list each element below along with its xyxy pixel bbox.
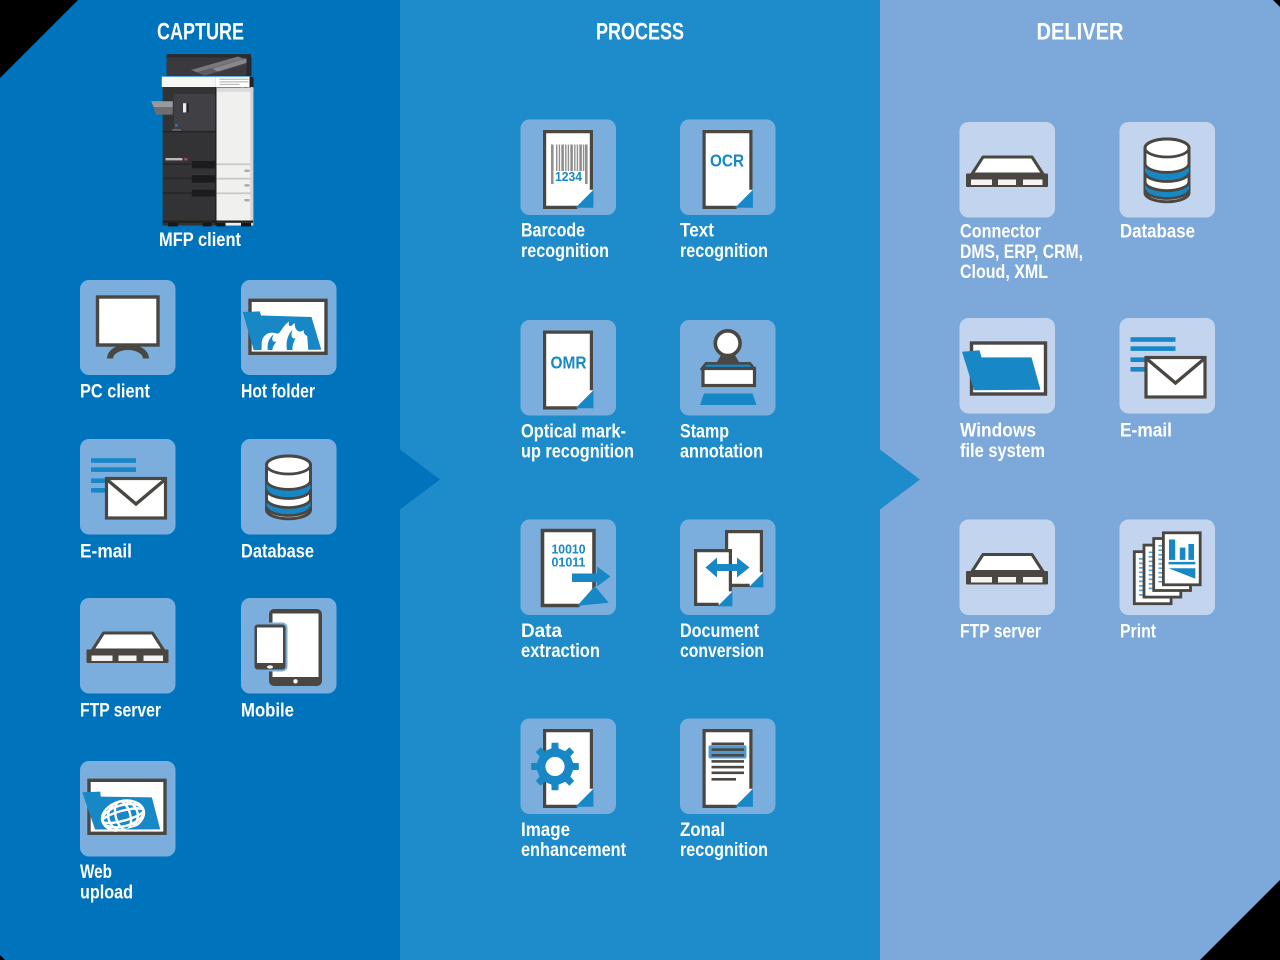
svg-text:Optical mark-: Optical mark- [521, 421, 626, 442]
svg-text:FTP server: FTP server [80, 701, 161, 722]
svg-text:CAPTURE: CAPTURE [157, 19, 244, 46]
svg-text:Stamp: Stamp [680, 421, 729, 442]
svg-text:annotation: annotation [680, 442, 763, 463]
svg-text:MFP client: MFP client [159, 230, 242, 251]
svg-text:E-mail: E-mail [1120, 421, 1172, 442]
svg-text:10010: 10010 [552, 542, 586, 557]
svg-text:Web: Web [80, 862, 112, 883]
svg-text:Image: Image [521, 820, 570, 841]
svg-text:DELIVER: DELIVER [1037, 19, 1124, 46]
svg-text:upload: upload [80, 882, 133, 903]
svg-text:Cloud, XML: Cloud, XML [960, 262, 1048, 283]
svg-text:PC client: PC client [80, 382, 151, 403]
svg-text:file system: file system [960, 441, 1045, 462]
svg-text:DMS, ERP, CRM,: DMS, ERP, CRM, [960, 242, 1083, 263]
svg-text:OCR: OCR [710, 151, 744, 171]
svg-text:Database: Database [241, 542, 314, 563]
svg-text:recognition: recognition [680, 840, 768, 861]
svg-text:Database: Database [1120, 221, 1195, 242]
svg-text:Print: Print [1120, 621, 1157, 642]
svg-text:E-mail: E-mail [80, 542, 132, 563]
svg-text:conversion: conversion [680, 641, 764, 662]
svg-text:OMR: OMR [551, 353, 587, 373]
svg-text:enhancement: enhancement [521, 840, 627, 861]
svg-text:Zonal: Zonal [680, 820, 725, 841]
svg-text:Mobile: Mobile [241, 701, 294, 722]
svg-text:PROCESS: PROCESS [596, 19, 684, 46]
svg-text:Connector: Connector [960, 221, 1042, 242]
svg-text:Barcode: Barcode [521, 221, 585, 242]
svg-text:up recognition: up recognition [521, 442, 634, 463]
svg-text:Windows: Windows [960, 421, 1036, 442]
svg-text:1234: 1234 [555, 169, 583, 184]
svg-text:Data: Data [521, 621, 562, 642]
svg-text:Hot folder: Hot folder [241, 382, 315, 403]
svg-text:recognition: recognition [680, 241, 768, 262]
svg-text:FTP server: FTP server [960, 621, 1041, 642]
svg-text:Text: Text [680, 221, 715, 242]
svg-text:Document: Document [680, 621, 760, 642]
svg-text:recognition: recognition [521, 241, 609, 262]
svg-text:01011: 01011 [552, 555, 586, 570]
svg-text:extraction: extraction [521, 641, 600, 662]
